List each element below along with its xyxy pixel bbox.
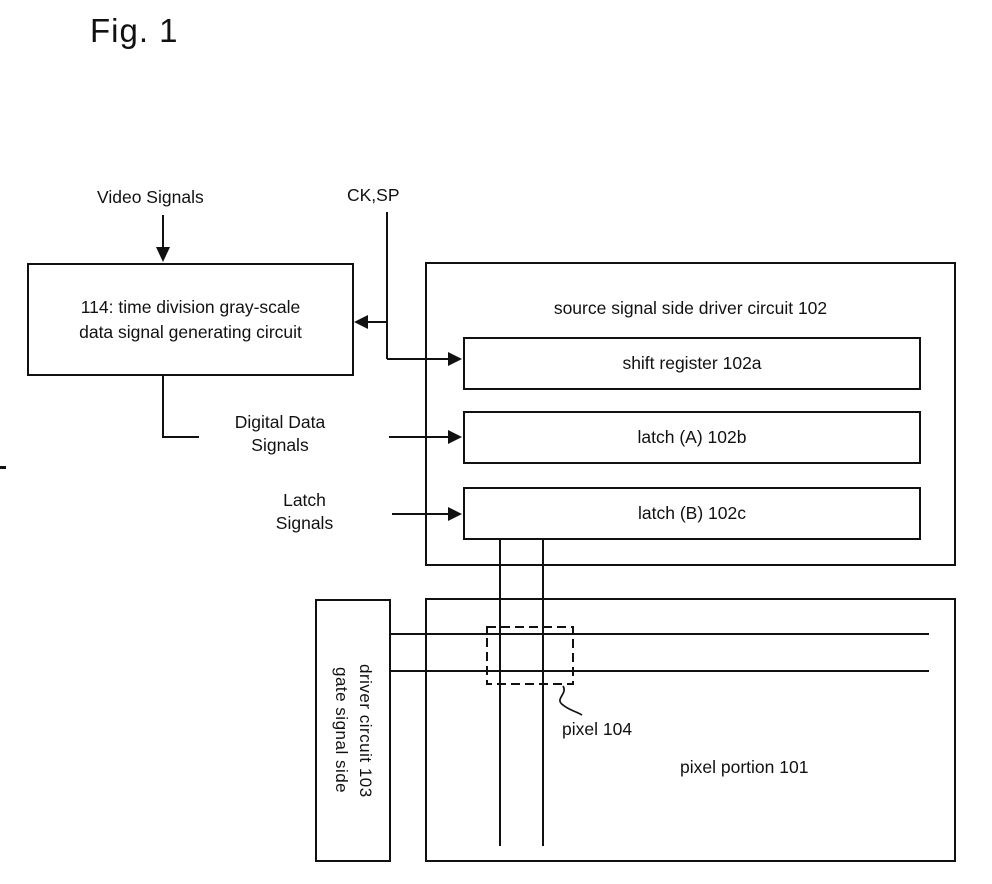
gate-driver-label-line2: driver circuit 103: [356, 663, 375, 798]
ck-sp-to-shift-arrowhead: [448, 352, 462, 366]
ck-sp-to-114-arrowhead: [354, 315, 368, 329]
source-driver-label: source signal side driver circuit 102: [553, 298, 828, 318]
label-pixel-104: pixel 104: [562, 719, 633, 739]
block-source-signal-driver: source signal side driver circuit 102: [425, 262, 956, 566]
box-114-output-line: [162, 375, 199, 438]
pixel-portion-label: pixel portion 101: [680, 757, 809, 777]
shift-register-label: shift register 102a: [622, 353, 762, 373]
latch-a-label: latch (A) 102b: [637, 427, 747, 447]
figure-title: Fig. 1: [90, 12, 179, 49]
pixel-104-leader-squiggle: [559, 685, 583, 716]
label-digital-data-signals: Digital Data Signals: [218, 411, 342, 457]
gate-driver-label-line1: gate signal side: [332, 667, 351, 794]
latch-b-label: latch (B) 102c: [638, 503, 746, 523]
block-pixel-portion: [425, 598, 956, 862]
block-gate-signal-driver: gate signal side driver circuit 103: [315, 599, 391, 862]
label-latch-signals-line1: Latch: [283, 490, 326, 510]
block-114-label-line2: data signal generating circuit: [79, 321, 302, 342]
block-latch-a: latch (A) 102b: [463, 411, 921, 464]
latch-signals-arrowhead: [448, 507, 462, 521]
stray-scan-mark: [0, 466, 6, 469]
pixel-dashed-outline: [486, 626, 574, 685]
block-114-gray-scale-generating-circuit: 114: time division gray-scale data signa…: [27, 263, 354, 376]
label-latch-signals-line2: Signals: [275, 513, 334, 533]
label-digital-data-line1: Digital Data: [234, 412, 326, 432]
block-114-label-line1: 114: time division gray-scale: [80, 296, 301, 317]
block-latch-b: latch (B) 102c: [463, 487, 921, 540]
block-shift-register: shift register 102a: [463, 337, 921, 390]
label-digital-data-line2: Signals: [251, 435, 309, 455]
label-ck-sp: CK,SP: [347, 185, 400, 205]
gate-driver-label: gate signal side driver circuit 103: [329, 664, 377, 798]
label-latch-signals: Latch Signals: [252, 489, 357, 535]
digital-data-arrowhead: [448, 430, 462, 444]
label-video-signals: Video Signals: [97, 187, 204, 207]
video-signals-arrowhead: [156, 247, 170, 262]
